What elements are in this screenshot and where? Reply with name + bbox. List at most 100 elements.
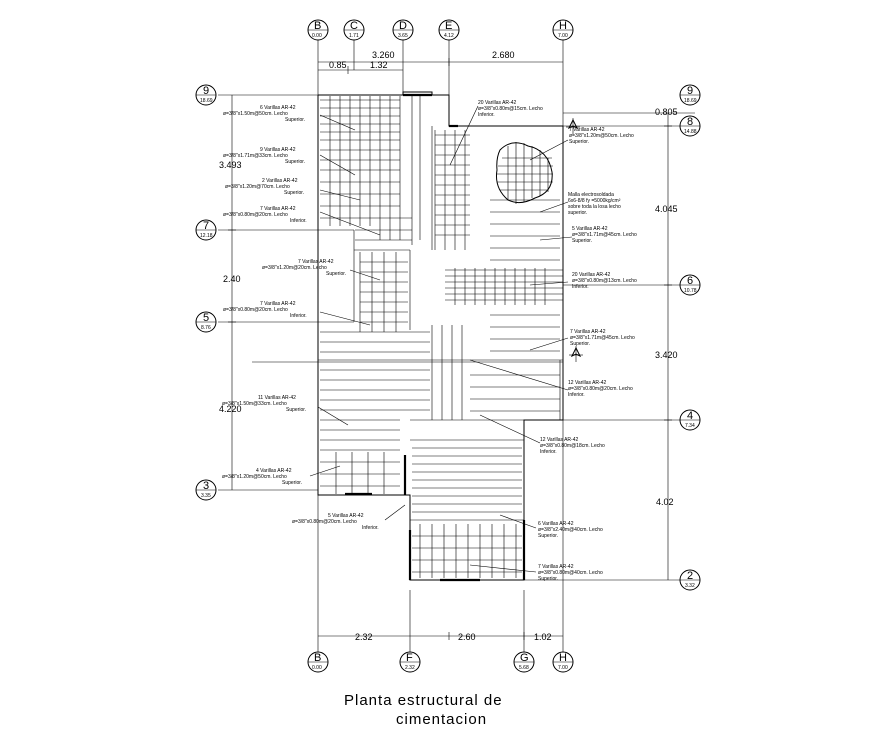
rebar-verticals-top	[329, 96, 421, 245]
svg-text:Superior.: Superior.	[285, 117, 305, 123]
dim-bottom-a: 2.32	[355, 632, 373, 642]
svg-text:12 Varillas AR-42: 12 Varillas AR-42	[540, 437, 578, 443]
svg-text:Inferior.: Inferior.	[290, 313, 307, 319]
svg-text:ø=3/8"x1.71m@45cm. Lecho: ø=3/8"x1.71m@45cm. Lecho	[570, 335, 635, 341]
svg-text:Inferior.: Inferior.	[540, 449, 557, 455]
svg-text:superior.: superior.	[568, 210, 587, 216]
svg-text:5.68: 5.68	[519, 665, 529, 671]
rebar-note: 5 Varillas AR-42 ø=3/8"x1.71m@45cm. Lech…	[572, 226, 637, 244]
rebar-note: 7 Varillas AR-42 ø=3/8"x0.80m@20cm. Lech…	[223, 206, 307, 224]
svg-text:9: 9	[687, 85, 693, 97]
svg-text:1.71: 1.71	[349, 33, 359, 39]
axis-bubble: 4 7.34	[679, 409, 701, 431]
svg-text:ø=3/8"x0.80m@15cm. Lecho: ø=3/8"x0.80m@15cm. Lecho	[478, 106, 543, 112]
dim-bottom-c: 1.02	[534, 632, 552, 642]
svg-text:Inferior.: Inferior.	[572, 284, 589, 290]
axis-bubble: 3 3.35	[195, 479, 217, 501]
rebar-mid-left	[359, 252, 408, 332]
svg-text:20 Varillas AR-42: 20 Varillas AR-42	[478, 100, 516, 106]
dim-top-a: 0.85	[329, 60, 347, 70]
rebar-bottom-right	[412, 447, 522, 578]
svg-text:2.32: 2.32	[405, 665, 415, 671]
dim-top-total: 3.260	[372, 50, 395, 60]
mesh-patch	[496, 142, 553, 204]
svg-text:F: F	[406, 652, 413, 664]
svg-text:7 Varillas AR-42: 7 Varillas AR-42	[569, 127, 605, 133]
svg-text:Inferior.: Inferior.	[478, 112, 495, 118]
dim-left-a: 3.493	[219, 160, 242, 170]
svg-text:14.88: 14.88	[684, 129, 697, 135]
svg-text:3.35: 3.35	[201, 493, 211, 499]
svg-text:7.00: 7.00	[558, 33, 568, 39]
svg-text:3.65: 3.65	[398, 33, 408, 39]
drawing-title: Planta estructural de cimentacion	[344, 692, 502, 728]
dim-left-c: 4.220	[219, 404, 242, 414]
svg-text:0.00: 0.00	[312, 33, 322, 39]
svg-text:6 Varillas AR-42: 6 Varillas AR-42	[538, 521, 574, 527]
axis-bubble: 9 18.69	[679, 84, 701, 106]
dim-right-c: 3.420	[655, 350, 678, 360]
svg-text:5 Varillas AR-42: 5 Varillas AR-42	[572, 226, 608, 232]
svg-text:2: 2	[687, 570, 693, 582]
svg-text:2 Varillas AR-42: 2 Varillas AR-42	[262, 178, 298, 184]
axis-bubble: B 0.00	[307, 651, 329, 673]
svg-text:ø=3/8"x0.80m@20cm. Lecho: ø=3/8"x0.80m@20cm. Lecho	[292, 519, 357, 525]
svg-text:Malla electrosoldada: Malla electrosoldada	[568, 192, 614, 198]
svg-text:Superior.: Superior.	[572, 238, 592, 244]
north-markers	[566, 118, 583, 362]
svg-text:ø=3/8"x1.20m@50cm. Lecho: ø=3/8"x1.20m@50cm. Lecho	[569, 133, 634, 139]
rebar-note: 4 Varillas AR-42 ø=3/8"x1.20m@50cm. Lech…	[222, 468, 302, 486]
axis-bubble: 5 8.76	[195, 311, 217, 333]
dim-top-b: 1.32	[370, 60, 388, 70]
rebar-note: 12 Varillas AR-42 ø=3/8"x0.80m@18cm. Lec…	[540, 437, 605, 455]
svg-text:18.69: 18.69	[200, 98, 213, 104]
rebar-band-right	[445, 268, 563, 305]
dim-left-b: 2.40	[223, 274, 241, 284]
axis-bubble: D 3.65	[392, 19, 414, 41]
svg-text:Inferior.: Inferior.	[362, 525, 379, 531]
thick-walls	[345, 93, 526, 582]
svg-text:Inferior.: Inferior.	[568, 392, 585, 398]
title-line-2: cimentacion	[396, 711, 487, 728]
axis-bubbles-right: 9 18.69 8 14.88 6 10.78 4 7.34 2 3.32	[679, 84, 701, 591]
svg-text:H: H	[559, 652, 567, 664]
rebar-note: 12 Varillas AR-42 ø=3/8"x0.80m@20cm. Lec…	[568, 380, 633, 398]
svg-text:ø=3/8"x0.80m@20cm. Lecho: ø=3/8"x0.80m@20cm. Lecho	[568, 386, 633, 392]
svg-text:ø=3/8"x1.50m@33cm. Lecho: ø=3/8"x1.50m@33cm. Lecho	[222, 401, 287, 407]
svg-text:10.78: 10.78	[684, 288, 697, 294]
svg-text:7 Varillas AR-42: 7 Varillas AR-42	[260, 301, 296, 307]
axis-bubble: 6 10.78	[679, 274, 701, 296]
svg-text:ø=3/8"x0.80m@18cm. Lecho: ø=3/8"x0.80m@18cm. Lecho	[540, 443, 605, 449]
axis-bubble: 8 14.88	[679, 115, 701, 137]
axis-bubble: G 5.68	[513, 651, 535, 673]
svg-text:ø=3/8"x0.80m@40cm. Lecho: ø=3/8"x0.80m@40cm. Lecho	[538, 570, 603, 576]
rebar-patterns	[252, 96, 563, 578]
svg-text:8.76: 8.76	[201, 325, 211, 331]
svg-text:D: D	[399, 20, 407, 32]
dim-right-b: 4.045	[655, 204, 678, 214]
svg-text:5: 5	[203, 312, 209, 324]
svg-text:Superior.: Superior.	[284, 190, 304, 196]
svg-text:ø=3/8"x0.80m@13cm. Lecho: ø=3/8"x0.80m@13cm. Lecho	[572, 278, 637, 284]
axis-bubble: B 0.00	[307, 19, 329, 41]
svg-text:18.69: 18.69	[684, 98, 697, 104]
slab-outline	[317, 91, 564, 581]
rebar-note: 6 Varillas AR-42 ø=3/8"x1.50m@50cm. Lech…	[223, 105, 305, 123]
svg-text:9 Varillas AR-42: 9 Varillas AR-42	[260, 147, 296, 153]
dimension-labels: 3.260 2.680 0.85 1.32 2.32 2.60 1.02 3.4…	[219, 50, 678, 642]
leader-lines	[309, 105, 573, 573]
svg-text:Inferior.: Inferior.	[290, 218, 307, 224]
svg-text:5 Varillas AR-42: 5 Varillas AR-42	[328, 513, 364, 519]
rebar-note: 2 Varillas AR-42 ø=3/8"x1.20m@70cm. Lech…	[225, 178, 304, 196]
svg-text:ø=3/8"x1.20m@20cm. Lecho: ø=3/8"x1.20m@20cm. Lecho	[262, 265, 327, 271]
svg-text:G: G	[520, 652, 529, 664]
svg-text:11 Varillas AR-42: 11 Varillas AR-42	[258, 395, 296, 401]
svg-text:4.12: 4.12	[444, 33, 454, 39]
svg-text:ø=3/8"x1.50m@50cm. Lecho: ø=3/8"x1.50m@50cm. Lecho	[223, 111, 288, 117]
rebar-note: 7 Varillas AR-42 ø=3/8"x1.20m@50cm. Lech…	[569, 127, 634, 145]
axis-bubbles-bottom: B 0.00 F 2.32 G 5.68 H 7.00	[307, 651, 574, 673]
svg-text:E: E	[445, 20, 452, 32]
axis-bubble: H 7.00	[552, 651, 574, 673]
axis-bubble: 2 3.32	[679, 569, 701, 591]
svg-text:3.32: 3.32	[685, 583, 695, 589]
